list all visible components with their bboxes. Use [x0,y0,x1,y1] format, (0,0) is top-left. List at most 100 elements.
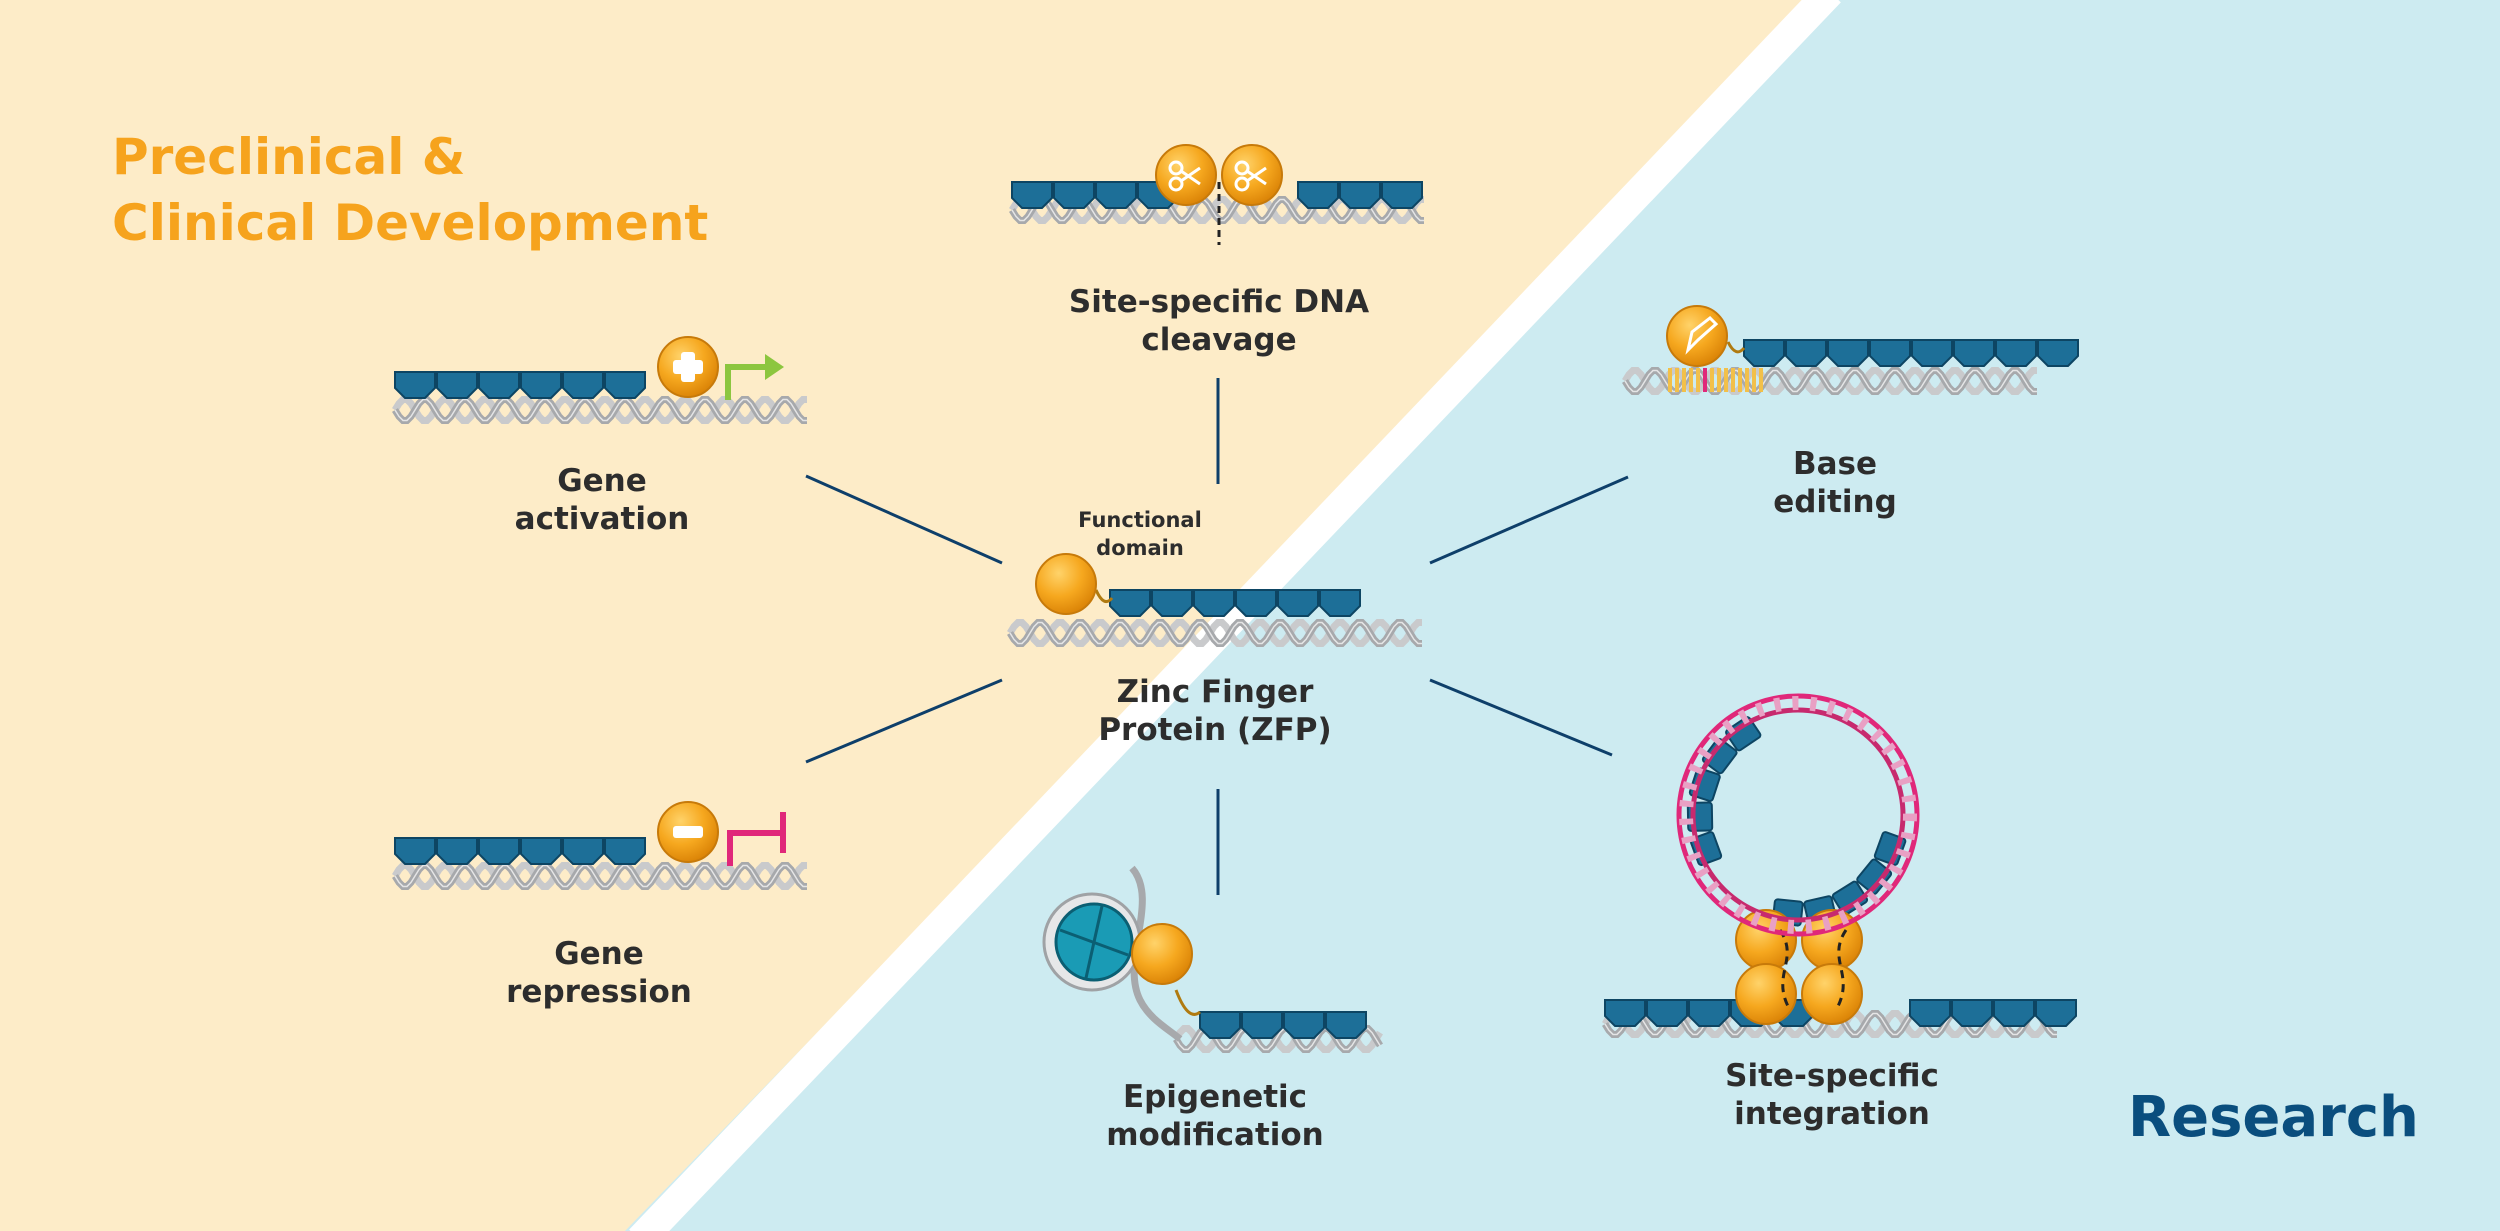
integration-dna-loop [1676,693,1920,937]
zinc-finger-array [1743,339,2079,367]
repression-label-line1: Gene [554,936,644,972]
zinc-finger-unit [1951,999,1993,1027]
domain-linker [1174,989,1201,1016]
activation-arrow-icon [725,354,784,400]
zinc-finger-unit [1869,339,1911,367]
dna-strand [1007,619,1422,647]
plus-icon [673,352,703,382]
preclinical-background [0,0,1818,1231]
zinc-finger-unit [478,371,520,399]
zinc-finger-unit [478,837,520,865]
preclinical-title-line1: Preclinical & [112,128,466,186]
pencil-icon [1685,316,1719,355]
zinc-finger-unit [1339,181,1381,209]
zinc-finger-unit [1283,1011,1325,1039]
zinc-finger-unit [1241,1011,1283,1039]
research-region-title: Research [2128,1085,2419,1150]
activation-label: Gene activation [352,462,852,538]
zinc-finger-array [1011,181,1179,209]
activation-label-line2: activation [514,501,690,537]
base-editing-label-line1: Base [1792,446,1878,482]
zfp-label-line2: Protein (ZFP) [1098,712,1332,748]
zinc-finger-unit [604,837,646,865]
zinc-finger-unit [1109,589,1151,617]
connector-activation [805,474,1003,565]
zinc-finger-unit [1827,339,1869,367]
connector-integration [1429,678,1613,757]
zinc-finger-unit [1297,181,1339,209]
zinc-finger-unit [2037,339,2079,367]
zinc-finger-unit [1199,1011,1241,1039]
integration-label: Site-specific integration [1582,1057,2082,1133]
activation-label-line1: Gene [557,463,647,499]
connector-lines [805,378,1629,895]
edited-bases [1668,368,1763,392]
cleavage-illustration [1009,144,1424,245]
zinc-finger-unit [520,837,562,865]
zfp-center-illustration [1007,553,1422,647]
domain-linker [1726,341,1746,354]
zinc-finger-unit [1095,181,1137,209]
zinc-finger-unit [520,371,562,399]
zinc-finger-array [394,837,646,865]
functional-domain-orb [1035,553,1097,615]
zinc-finger-unit [1319,589,1361,617]
functional-domain-line2: domain [1096,536,1184,560]
preclinical-region-title: Preclinical & Clinical Development [112,124,708,256]
connector-repression [805,678,1003,764]
scissors-icon [1234,160,1267,192]
zinc-finger-unit [1785,339,1827,367]
integration-label-line1: Site-specific [1725,1058,1939,1094]
zinc-finger-unit [604,371,646,399]
cleavage-label-line1: Site-specific DNA [1068,284,1370,320]
dna-tail [1129,865,1183,1042]
zfp-label-line1: Zinc Finger [1116,674,1314,710]
domain-linker [1094,589,1114,604]
zinc-finger-unit [562,371,604,399]
epigenetic-label: Epigenetic modification [965,1078,1465,1154]
zinc-finger-unit [1151,589,1193,617]
epigenetic-label-line2: modification [1106,1117,1324,1153]
base-editing-label-line2: editing [1773,484,1897,520]
dna-strand [1622,367,2037,395]
zinc-finger-array [1109,589,1361,617]
minus-icon [673,826,703,838]
base-editing-illustration [1622,305,2079,395]
zinc-finger-unit [2035,999,2077,1027]
zinc-finger-unit [1381,181,1423,209]
zinc-finger-array [1199,1011,1367,1039]
zinc-finger-unit [1053,181,1095,209]
integration-label-line2: integration [1734,1096,1930,1132]
zinc-finger-unit [1995,339,2037,367]
base-editing-label: Base editing [1585,445,2085,521]
repression-label-line2: repression [506,974,692,1010]
dna-strand [392,396,807,424]
nucleosome [1054,902,1134,982]
zinc-finger-unit [1743,339,1785,367]
connector-base-editing [1429,475,1629,565]
activation-illustration [392,336,807,424]
zinc-finger-unit [1277,589,1319,617]
zinc-finger-unit [436,837,478,865]
zinc-finger-unit [1701,737,1738,775]
recombinase-domain [1735,963,1797,1025]
zinc-finger-unit [1235,589,1277,617]
scissors-icon [1168,160,1201,192]
zinc-finger-unit [1011,181,1053,209]
zinc-finger-unit [1909,999,1951,1027]
effector-domain [1666,305,1728,367]
zinc-finger-unit [1193,589,1235,617]
epigenetic-illustration [1042,865,1383,1053]
preclinical-title-line2: Clinical Development [112,194,709,252]
repression-illustration [392,801,807,890]
zinc-finger-unit [394,371,436,399]
functional-domain-label: Functional domain [990,506,1290,562]
zinc-finger-array [1909,999,2077,1027]
zfp-label: Zinc Finger Protein (ZFP) [965,673,1465,749]
molecular-illustrations [392,144,2079,1053]
epigenetic-label-line1: Epigenetic [1122,1079,1308,1115]
zinc-finger-unit [1646,999,1688,1027]
zinc-finger-unit [1993,999,2035,1027]
zinc-finger-unit [1325,1011,1367,1039]
